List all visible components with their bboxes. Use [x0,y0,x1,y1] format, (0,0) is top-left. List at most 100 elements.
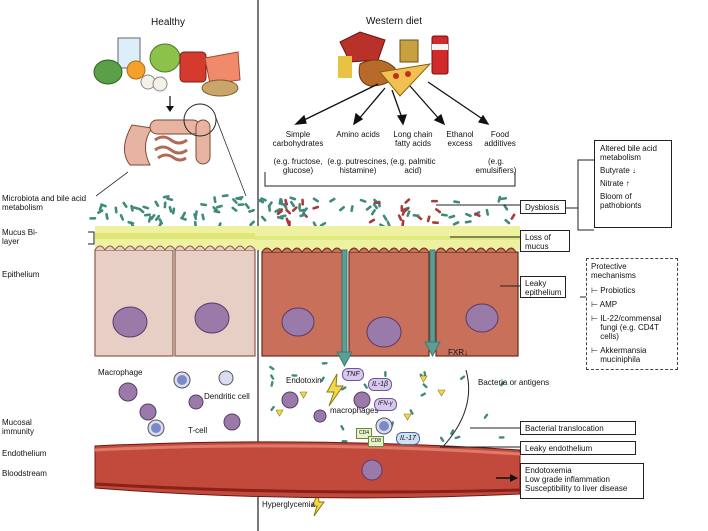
bacterium [130,204,134,212]
outcome-item: Susceptibility to liver disease [525,484,628,493]
component-title: Amino acids [336,130,380,139]
bacterium [485,208,490,216]
pathobiont-bacterium [284,198,289,206]
bacterium [274,208,281,213]
bacterium [244,202,250,210]
pathobiont-bacterium [426,215,431,223]
leaky-epithelium-box: Leaky epithelium [520,276,566,298]
pathobiont-bacterium [401,219,405,227]
dysbiosis-details-box: Altered bile acid metabolism Butyrate ↓ … [594,140,672,228]
bacterium [497,195,502,203]
tnf-cytokine: TNF [342,368,364,381]
bacterium [298,202,301,210]
leaky-epithelium [261,247,519,357]
bacterium [235,196,243,201]
bacterium [319,221,327,227]
bacterium [312,197,320,203]
bacterium [114,206,118,214]
component-title: Food additives [484,130,516,148]
bacterium [365,205,372,211]
bacterium [89,216,97,220]
inhibit-icon: ⊢ [591,314,601,323]
row-label-bloodstream: Bloodstream [2,469,47,478]
translocated-bacterium [459,375,466,381]
bacterium [299,213,307,218]
leaky-endothelium-box: Leaky endothelium [520,441,636,455]
hyperglycemia-lightning-icon [311,492,325,517]
pathobiont-bacterium [402,207,409,213]
bacterium [163,201,167,209]
bacterial-translocation-box: Bacterial translocation [520,421,636,435]
up-arrow-icon: ↑ [623,179,630,188]
endotoxin-triangle [419,375,428,383]
translocated-bacterium [320,376,325,383]
bacterium [412,214,420,217]
macrophages-label: macrophages [330,406,379,415]
bacterium [448,214,456,219]
bacterium [221,194,229,198]
outcome-item: Endotoxemia [525,466,572,475]
healthy-epithelium [94,245,256,357]
western-diet-header: Western diet [366,16,422,27]
bacterium [232,198,238,204]
bacterium [370,209,376,216]
pathobiont-bacterium [430,199,438,203]
bacterium [200,203,208,207]
translocated-bacterium [291,374,298,377]
bacteria-antigens-label: Bacteria or antigens [478,378,550,387]
bacterium [201,213,205,221]
translocated-bacterium [420,392,426,397]
fxr-label: FXR↓ [448,348,468,357]
healthy-food-icon [93,37,241,97]
bacterium [231,206,238,212]
bacterium [464,220,472,224]
dysbiosis-detail: Bloom of pathobionts [600,192,642,210]
translocated-bacterium [498,436,505,439]
bacterium [171,207,176,215]
pathobiont-bacterium [435,208,442,214]
protective-item: ⊢ Akkermansia muciniphila [591,346,647,364]
bacterium [213,196,217,204]
western-immune-cells [281,391,393,435]
row-label-mucus: Mucus Bi-layer [2,228,38,246]
bacterium [350,205,354,213]
bacterium [260,215,267,222]
pathobiont-bacterium [510,213,516,220]
bacterium [503,204,509,211]
pathobiont-bacterium [373,201,381,205]
bacterium [453,200,461,204]
ifng-cytokine: IFN-γ [374,398,397,411]
endotoxin-triangle [275,409,284,417]
component-example: (e.g. palmitic acid) [390,157,436,175]
translocated-bacterium [269,365,275,371]
inhibit-icon: ⊢ [591,346,601,355]
bacterium [122,201,128,208]
translocated-bacterium [363,383,368,389]
inhibit-icon: ⊢ [591,286,601,295]
endotoxin-triangle [437,389,446,397]
row-label-mucosal-immunity: Mucosal immunity [2,418,35,436]
bacterium [504,218,511,225]
dendritic-cell-label: Dendritic cell [204,392,250,401]
endotoxin-label: Endotoxin [286,376,322,385]
cd8-marker: CD8 [368,436,385,447]
endotoxin-triangle [299,391,308,399]
pathobiont-bacterium [291,206,298,212]
component-title: Ethanol excess [446,130,474,148]
bacterium [406,210,411,217]
bacterium [142,205,150,210]
translocated-bacterium [409,409,414,415]
pathobiont-bacterium [400,204,404,212]
bacterium [338,206,345,212]
bacterium [249,220,256,227]
bacterium [105,213,109,220]
bacterium [147,215,152,223]
translocation-arrows [336,249,441,368]
bacterium [119,214,125,221]
il17-cytokine: IL-17 [396,432,420,445]
translocated-bacterium [340,425,345,431]
bacterium [154,200,160,207]
protective-title: Protective mechanisms [591,262,636,280]
dysbiosis-detail: Altered bile acid metabolism [600,144,657,162]
